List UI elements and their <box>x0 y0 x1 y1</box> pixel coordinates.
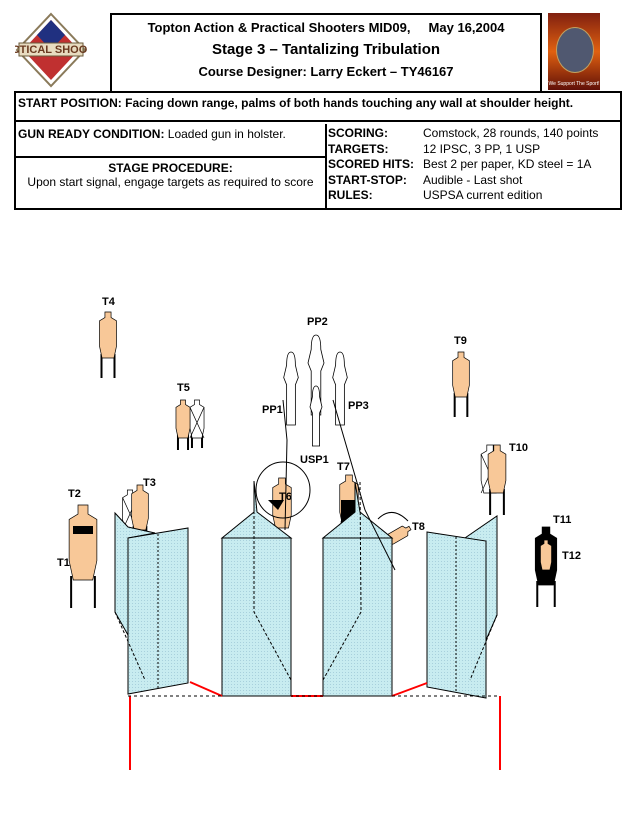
wall-left <box>114 511 189 695</box>
spec-key: RULES: <box>328 188 373 202</box>
spec-row: SCORING: Comstock, 28 rounds, 140 points <box>328 126 618 142</box>
club-logo: We Support The Sport! <box>548 13 600 90</box>
label-t7: T7 <box>337 461 350 473</box>
gun-ready-text: Loaded gun in holster. <box>164 127 286 141</box>
spec-key: TARGETS: <box>328 141 389 156</box>
match-title: Topton Action & Practical Shooters MID09… <box>147 20 505 35</box>
label-t4: T4 <box>102 296 116 308</box>
spec-row: TARGETS: 12 IPSC, 3 PP, 1 USP <box>328 142 618 158</box>
stage-header: Topton Action & Practical Shooters MID09… <box>110 13 542 92</box>
stage-title: Stage 3 – Tantalizing Tribulation <box>211 41 441 58</box>
hard-cover <box>73 526 93 534</box>
course-designer: Course Designer: Larry Eckert – TY46167 <box>198 64 454 79</box>
uspsa-logo: PRACTICAL SHOOTING <box>0 12 114 88</box>
label-pp2: PP2 <box>307 316 328 328</box>
label-pp3: PP3 <box>348 400 369 412</box>
gun-ready-label: GUN READY CONDITION: <box>18 127 165 141</box>
start-position-row: START POSITION: Facing down range, palms… <box>16 93 620 122</box>
target-t1 <box>68 504 98 608</box>
spec-row: START-STOP: Audible - Last shot <box>328 173 618 189</box>
gun-ready-row: GUN READY CONDITION: Loaded gun in holst… <box>16 124 325 158</box>
target-t12 <box>540 539 552 571</box>
target-t5 <box>175 399 191 450</box>
label-t12: T12 <box>562 550 581 562</box>
spec-value: USPSA current edition <box>423 188 543 202</box>
label-t2: T2 <box>68 488 81 500</box>
swinger-arc <box>377 512 409 522</box>
no-shoot-t5 <box>189 399 205 448</box>
spec-key: START-STOP: <box>328 172 407 187</box>
target-t9 <box>452 351 470 417</box>
stage-procedure: STAGE PROCEDURE:Upon start signal, engag… <box>16 158 325 189</box>
label-t11: T11 <box>553 514 571 526</box>
spec-row: SCORED HITS: Best 2 per paper, KD steel =… <box>328 157 618 173</box>
popper-pp1 <box>283 351 299 426</box>
label-t9: T9 <box>454 335 467 347</box>
procedure-text: Upon start signal, engage targets as req… <box>27 175 314 189</box>
target-t10 <box>487 444 507 515</box>
activator-icon <box>268 500 284 510</box>
popper-pp2 <box>307 334 325 416</box>
wall-right <box>426 515 498 699</box>
wall-center-right <box>321 481 394 697</box>
procedure-label: STAGE PROCEDURE: <box>108 161 233 175</box>
label-t10: T10 <box>509 442 528 454</box>
label-t5: T5 <box>177 382 190 394</box>
spec-row: RULES: USPSA current edition <box>328 188 618 204</box>
stage-info-table: START POSITION: Facing down range, palms… <box>14 91 622 210</box>
svg-text:PRACTICAL SHOOTING: PRACTICAL SHOOTING <box>15 44 87 56</box>
usp-swing-path <box>255 461 311 519</box>
spec-value: 12 IPSC, 3 PP, 1 USP <box>423 141 541 156</box>
start-position-label: START POSITION: <box>18 96 122 110</box>
spec-value: Audible - Last shot <box>423 172 523 187</box>
stage-specs: SCORING:Comstock, 28 rounds, 140 points … <box>328 126 618 204</box>
spec-value: Best 2 per paper, KD steel = 1A <box>423 157 592 171</box>
spec-value: Comstock, 28 rounds, 140 points <box>423 126 599 140</box>
label-usp1: USP1 <box>300 454 329 466</box>
label-t6: T6 <box>279 491 292 503</box>
label-t3: T3 <box>143 477 156 489</box>
label-pp1: PP1 <box>262 404 283 416</box>
vision-line <box>282 399 288 531</box>
target-t4 <box>99 311 117 378</box>
spec-key: SCORED HITS: <box>328 157 415 171</box>
start-position-text: Facing down range, palms of both hands t… <box>121 96 574 110</box>
popper-pp3 <box>332 351 348 426</box>
usp-target-usp1 <box>309 385 323 447</box>
fault-lines <box>129 681 501 770</box>
spec-key: SCORING: <box>328 126 388 140</box>
label-t8: T8 <box>412 521 425 533</box>
vision-line <box>332 399 396 571</box>
label-t1: T1 <box>57 557 70 569</box>
